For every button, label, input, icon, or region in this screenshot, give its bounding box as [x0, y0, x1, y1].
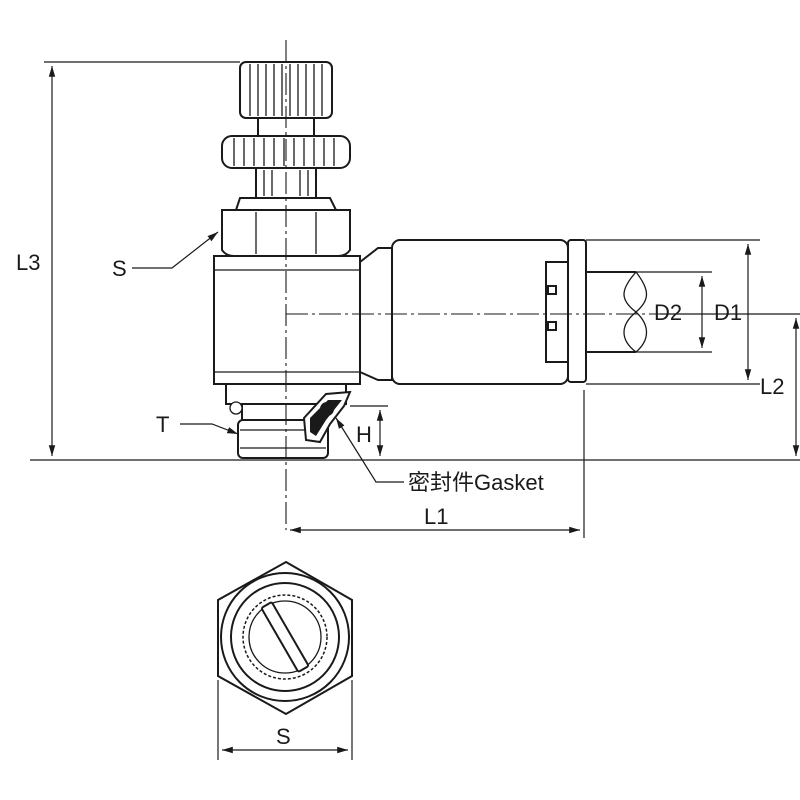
h-label: H	[356, 422, 372, 447]
l1-label: L1	[424, 504, 448, 529]
t-leader	[180, 423, 239, 435]
s-leader	[132, 231, 219, 269]
s-side-label: S	[112, 256, 127, 281]
gasket	[302, 390, 352, 444]
d1-label: D1	[714, 300, 742, 325]
slot	[261, 601, 309, 673]
side-view	[213, 40, 660, 530]
valve-body	[213, 255, 361, 385]
l3-label: L3	[16, 250, 40, 275]
gasket-leader	[335, 417, 404, 483]
gasket-label: 密封件Gasket	[408, 470, 544, 495]
release-collar	[567, 239, 587, 383]
dimensions	[30, 61, 800, 538]
tube	[586, 271, 648, 353]
t-label: T	[156, 412, 169, 437]
l2-label: L2	[760, 374, 784, 399]
fitting-sleeve	[391, 239, 569, 385]
d2-label: D2	[654, 300, 682, 325]
bottom-view	[217, 560, 353, 760]
s-bottom-label: S	[276, 724, 291, 749]
